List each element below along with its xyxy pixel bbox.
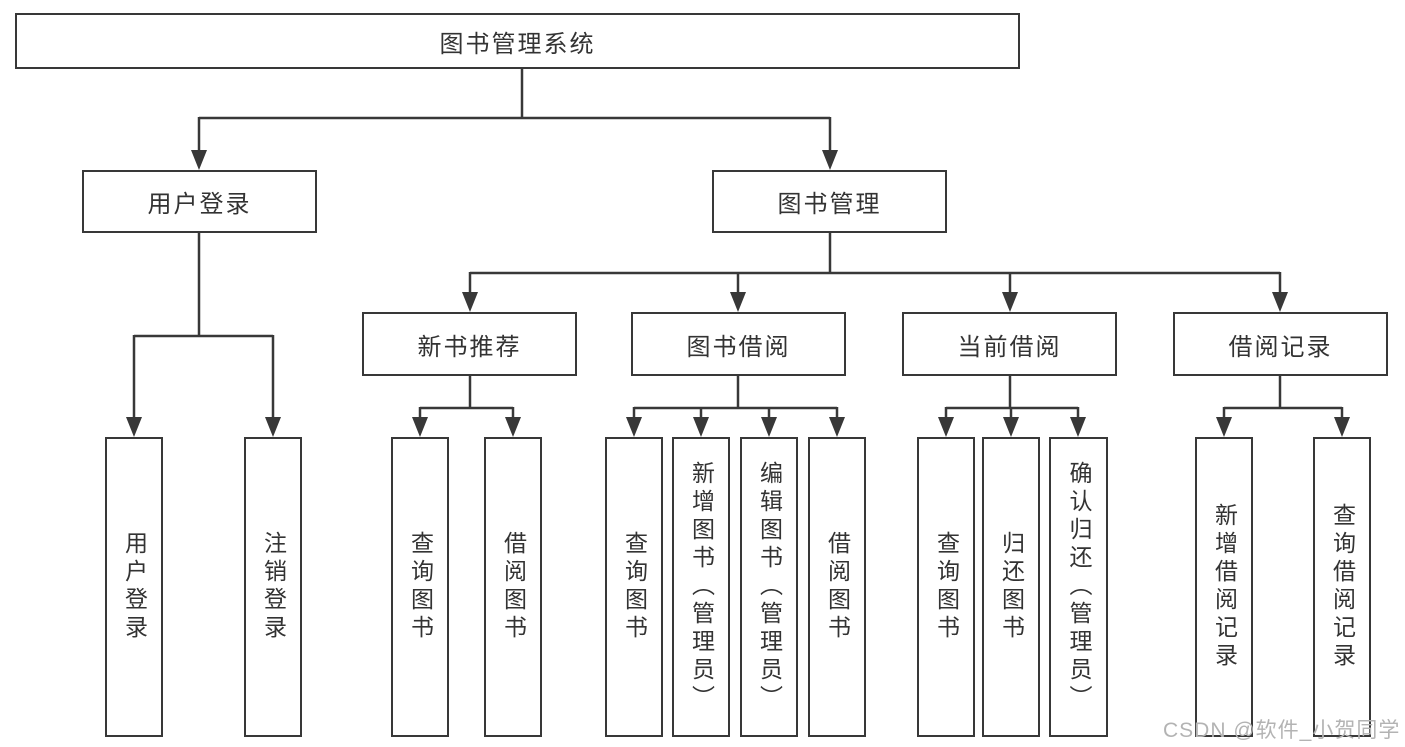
node-user-login: 用户登录 — [82, 170, 317, 233]
node-leaf-query-book-1: 查询图书 — [391, 437, 449, 737]
node-leaf-query-borrow-record-label: 查询借阅记录 — [1329, 503, 1356, 671]
node-leaf-logout: 注销登录 — [244, 437, 302, 737]
node-book-mgmt-label: 图书管理 — [777, 191, 882, 218]
node-root-label: 图书管理系统 — [439, 30, 596, 58]
node-leaf-borrow-book-1: 借阅图书 — [484, 437, 542, 737]
node-book-mgmt: 图书管理 — [712, 170, 947, 233]
node-leaf-edit-book-label: 编辑图书（管理员） — [756, 461, 783, 713]
node-leaf-add-book-label: 新增图书（管理员） — [688, 461, 715, 713]
node-leaf-confirm-return: 确认归还（管理员） — [1049, 437, 1108, 737]
node-current-borrow: 当前借阅 — [902, 312, 1117, 376]
node-leaf-borrow-book-2-label: 借阅图书 — [824, 531, 851, 643]
node-leaf-query-book-2-label: 查询图书 — [621, 531, 648, 643]
node-leaf-borrow-book-2: 借阅图书 — [808, 437, 866, 737]
node-user-login-label: 用户登录 — [147, 191, 252, 218]
node-leaf-confirm-return-label: 确认归还（管理员） — [1066, 461, 1092, 713]
node-leaf-user-login-label: 用户登录 — [121, 531, 148, 643]
node-borrow-record: 借阅记录 — [1173, 312, 1388, 376]
node-leaf-add-borrow-record-label: 新增借阅记录 — [1211, 503, 1238, 671]
node-leaf-return-book: 归还图书 — [982, 437, 1040, 737]
node-leaf-query-book-2: 查询图书 — [605, 437, 663, 737]
node-borrow-record-label: 借阅记录 — [1228, 333, 1333, 361]
node-leaf-borrow-book-1-label: 借阅图书 — [500, 531, 527, 643]
node-leaf-query-book-3-label: 查询图书 — [933, 531, 960, 643]
node-leaf-query-borrow-record: 查询借阅记录 — [1313, 437, 1371, 737]
node-leaf-logout-label: 注销登录 — [260, 531, 287, 643]
node-leaf-query-book-3: 查询图书 — [917, 437, 975, 737]
node-root: 图书管理系统 — [15, 13, 1020, 69]
node-book-borrow: 图书借阅 — [631, 312, 846, 376]
node-new-book-rec: 新书推荐 — [362, 312, 577, 376]
node-current-borrow-label: 当前借阅 — [957, 333, 1062, 361]
node-leaf-return-book-label: 归还图书 — [998, 531, 1025, 643]
node-book-borrow-label: 图书借阅 — [686, 333, 791, 361]
node-new-book-rec-label: 新书推荐 — [417, 333, 522, 361]
node-leaf-query-book-1-label: 查询图书 — [407, 531, 434, 643]
csdn-watermark: CSDN @软件_小贺同学 — [1163, 719, 1401, 742]
node-leaf-user-login: 用户登录 — [105, 437, 163, 737]
node-leaf-add-borrow-record: 新增借阅记录 — [1195, 437, 1253, 737]
arrowheads — [126, 150, 1350, 437]
node-leaf-edit-book: 编辑图书（管理员） — [740, 437, 798, 737]
node-leaf-add-book: 新增图书（管理员） — [672, 437, 730, 737]
